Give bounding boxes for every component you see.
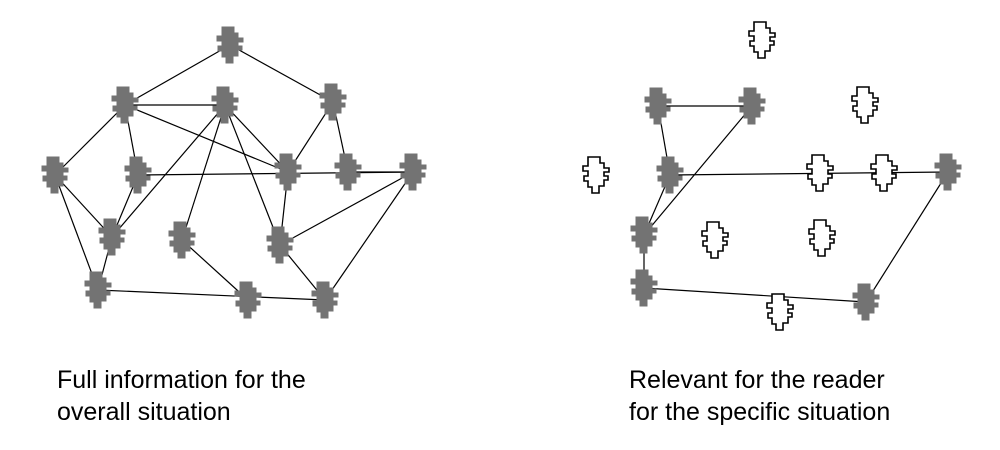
left-connector: [224, 104, 289, 173]
right-network-panel: [582, 21, 962, 331]
puzzle-piece-icon: [234, 281, 262, 319]
puzzle-piece-icon: [216, 26, 244, 64]
left-caption-line-2: overall situation: [57, 398, 231, 426]
puzzle-piece-outline-icon: [701, 221, 729, 259]
left-connector: [181, 239, 249, 301]
left-connector: [224, 104, 281, 246]
puzzle-piece-icon: [274, 153, 302, 191]
puzzle-piece-outline-icon: [851, 86, 879, 124]
left-connector: [181, 104, 226, 241]
left-connector: [97, 289, 326, 301]
puzzle-piece-icon: [266, 226, 294, 264]
left-connector: [111, 104, 226, 238]
left-connector: [54, 174, 113, 238]
puzzle-piece-outline-icon: [748, 21, 776, 59]
right-caption-line-2: for the specific situation: [629, 398, 891, 426]
right-connector: [643, 287, 867, 303]
puzzle-piece-icon: [98, 218, 126, 256]
puzzle-piece-outline-icon: [582, 156, 610, 194]
right-connectors: [643, 105, 949, 303]
left-connector: [279, 171, 414, 246]
left-connector: [54, 174, 99, 291]
puzzle-piece-icon: [319, 83, 347, 121]
right-puzzle-pieces: [582, 21, 962, 331]
left-caption-line-1: Full information for the: [57, 366, 306, 394]
left-connector: [229, 44, 334, 103]
right-caption-line-1: Relevant for the reader: [629, 366, 885, 394]
puzzle-piece-icon: [41, 156, 69, 194]
left-connector: [324, 171, 414, 301]
left-connector: [124, 44, 231, 106]
puzzle-piece-outline-icon: [808, 219, 836, 257]
puzzle-piece-icon: [630, 216, 658, 254]
puzzle-piece-outline-icon: [766, 293, 794, 331]
puzzle-piece-icon: [168, 221, 196, 259]
left-network-panel: [41, 26, 427, 319]
left-caption: Full information for the overall situati…: [57, 364, 306, 428]
right-caption: Relevant for the reader for the specific…: [629, 364, 890, 428]
right-connector: [643, 105, 753, 236]
left-connector: [124, 104, 289, 173]
right-connector: [865, 171, 949, 303]
left-connector: [54, 104, 126, 176]
